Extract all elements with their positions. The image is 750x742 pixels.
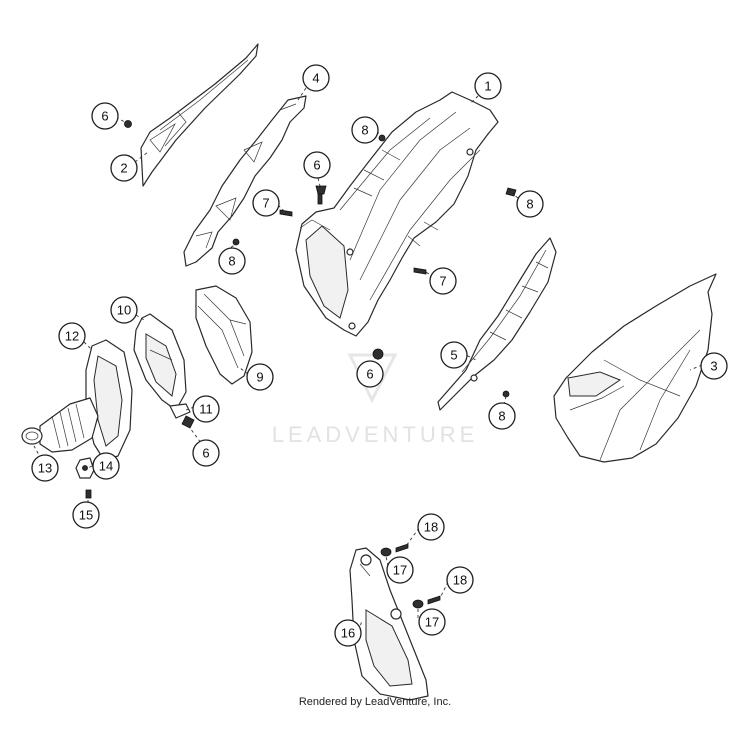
part-16-lower-guard[interactable] (349, 547, 429, 701)
svg-text:13: 13 (38, 461, 52, 476)
svg-text:4: 4 (312, 71, 319, 86)
callout-6a: 6 (91, 102, 119, 130)
svg-text:7: 7 (439, 274, 446, 289)
svg-text:5: 5 (450, 348, 457, 363)
part-4-rail[interactable] (183, 95, 307, 267)
svg-text:11: 11 (199, 402, 213, 417)
part-1-airbox[interactable] (295, 91, 499, 337)
svg-text:14: 14 (99, 459, 113, 474)
callout-7b: 7 (429, 267, 457, 295)
svg-text:18: 18 (424, 520, 438, 535)
svg-text:8: 8 (228, 254, 235, 269)
callout-6d: 6 (192, 439, 220, 467)
svg-text:9: 9 (256, 370, 263, 385)
callout-4: 4 (302, 64, 330, 92)
part-15-screw[interactable] (85, 489, 92, 499)
svg-text:12: 12 (65, 329, 79, 344)
callout-12: 12 (58, 322, 86, 350)
callout-9: 9 (246, 363, 274, 391)
svg-text:10: 10 (117, 303, 131, 318)
part-5-side-panel[interactable] (437, 237, 557, 411)
part-10-air-filter[interactable] (133, 313, 187, 411)
callout-8c: 8 (218, 247, 246, 275)
svg-text:3: 3 (710, 359, 717, 374)
callout-17a: 17 (386, 556, 414, 584)
callout-11: 11 (192, 395, 220, 423)
callout-3: 3 (700, 352, 728, 380)
callout-16: 16 (334, 619, 362, 647)
callout-6b: 6 (303, 151, 331, 179)
svg-text:17: 17 (425, 615, 439, 630)
callout-10: 10 (110, 296, 138, 324)
svg-text:18: 18 (453, 573, 467, 588)
svg-text:17: 17 (393, 563, 407, 578)
svg-text:6: 6 (101, 109, 108, 124)
callout-1: 1 (474, 72, 502, 100)
render-credit: Rendered by LeadVenture, Inc. (298, 696, 452, 708)
callout-8b: 8 (516, 190, 544, 218)
callout-6c: 6 (356, 360, 384, 388)
callout-18a: 18 (417, 513, 445, 541)
hardware-17-18 (380, 543, 441, 609)
part-9-filter-cage[interactable] (195, 285, 253, 385)
svg-text:8: 8 (361, 123, 368, 138)
part-11-clip[interactable] (169, 403, 191, 419)
callout-13: 13 (31, 454, 59, 482)
part-14-sensor[interactable] (75, 457, 95, 479)
svg-text:1: 1 (484, 79, 491, 94)
callout-18b: 18 (446, 566, 474, 594)
callout-15: 15 (72, 501, 100, 529)
callout-8a: 8 (351, 116, 379, 144)
svg-text:6: 6 (366, 367, 373, 382)
svg-text:6: 6 (313, 158, 320, 173)
callout-8d: 8 (488, 402, 516, 430)
svg-text:8: 8 (498, 409, 505, 424)
part-13-clamp[interactable] (21, 427, 43, 445)
svg-text:16: 16 (341, 626, 355, 641)
svg-text:6: 6 (202, 446, 209, 461)
callout-7a: 7 (252, 189, 280, 217)
svg-text:7: 7 (262, 196, 269, 211)
callout-17b: 17 (418, 608, 446, 636)
part-12-intake-boot[interactable] (39, 339, 133, 461)
part-2-bracket[interactable] (140, 43, 259, 187)
part-3-side-cover[interactable] (553, 273, 717, 463)
callout-2: 2 (110, 154, 138, 182)
svg-text:2: 2 (120, 161, 127, 176)
svg-text:8: 8 (526, 197, 533, 212)
callout-5: 5 (440, 341, 468, 369)
svg-text:15: 15 (79, 508, 93, 523)
callout-14: 14 (92, 452, 120, 480)
watermark-text: LEADVENTURE (272, 422, 479, 447)
